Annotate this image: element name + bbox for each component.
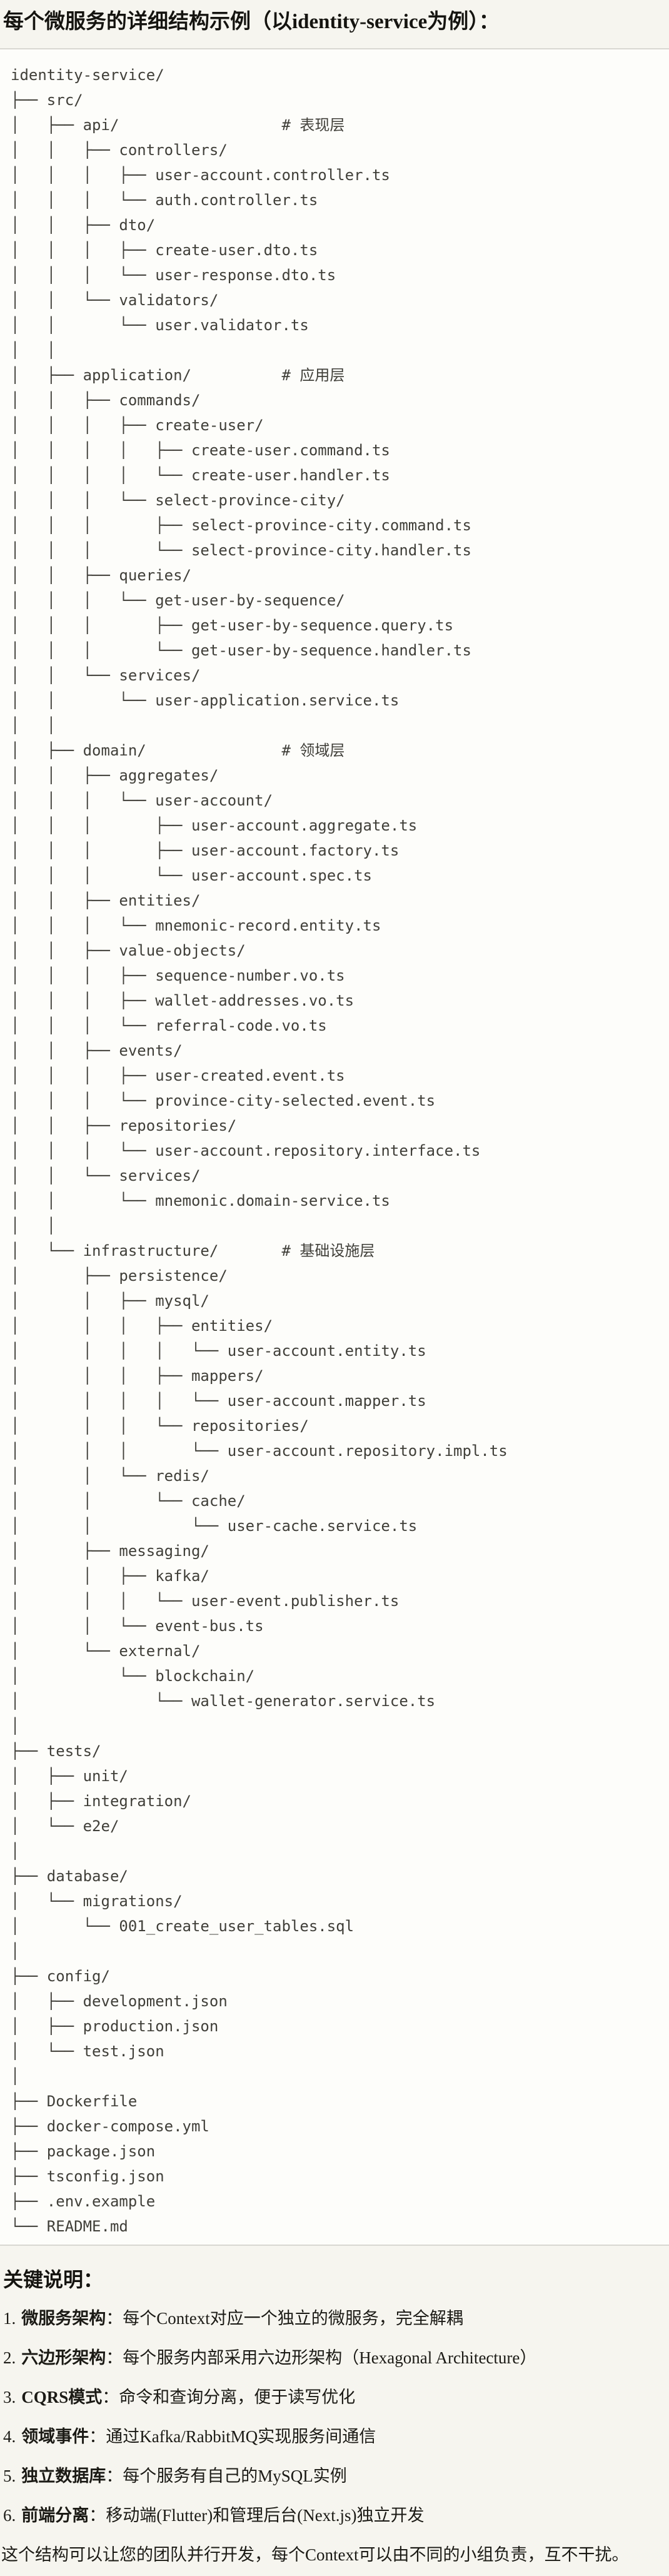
code-block: identity-service/ ├── src/ │ ├── api/ # … xyxy=(0,48,669,2246)
notes-list: 1. 微服务架构：每个Context对应一个独立的微服务，完全解耦 2. 六边形架构… xyxy=(3,2307,664,2527)
note-item-6: 6. 前端分离：移动端(Flutter)和管理后台(Next.js)独立开发 xyxy=(3,2504,664,2527)
note-item-3: 3. CQRS模式：命令和查询分离，便于读写优化 xyxy=(3,2386,664,2408)
note-text: ：每个Context对应一个独立的微服务，完全解耦 xyxy=(106,2309,463,2328)
note-number: 4. xyxy=(3,2427,16,2446)
note-text: ：每个服务内部采用六边形架构（Hexagonal Architecture） xyxy=(106,2348,537,2367)
file-tree: identity-service/ ├── src/ │ ├── api/ # … xyxy=(11,66,508,2235)
note-text: ：移动端(Flutter)和管理后台(Next.js)独立开发 xyxy=(89,2506,425,2525)
note-item-2: 2. 六边形架构：每个服务内部采用六边形架构（Hexagonal Architec… xyxy=(3,2346,664,2369)
note-item-5: 5. 独立数据库：每个服务有自己的MySQL实例 xyxy=(3,2465,664,2487)
closing-paragraph: 这个结构可以让您的团队并行开发，每个Context可以由不同的小组负责，互不干扰… xyxy=(1,2545,629,2564)
note-number: 2. xyxy=(3,2348,16,2367)
page-title: 每个微服务的详细结构示例（以identity-service为例）： xyxy=(3,11,500,33)
note-label: 前端分离 xyxy=(21,2506,89,2525)
note-item-4: 4. 领域事件：通过Kafka/RabbitMQ实现服务间通信 xyxy=(3,2425,664,2448)
note-label: 领域事件 xyxy=(21,2427,89,2446)
note-label: 微服务架构 xyxy=(21,2309,106,2328)
note-item-1: 1. 微服务架构：每个Context对应一个独立的微服务，完全解耦 xyxy=(3,2307,664,2330)
note-label: CQRS模式 xyxy=(21,2388,103,2407)
note-text: ：通过Kafka/RabbitMQ实现服务间通信 xyxy=(89,2427,376,2446)
note-number: 1. xyxy=(3,2309,16,2328)
notes-heading: 关键说明： xyxy=(3,2268,104,2291)
note-number: 3. xyxy=(3,2388,16,2407)
note-text: ：每个服务有自己的MySQL实例 xyxy=(106,2467,347,2485)
note-text: ：命令和查询分离，便于读写优化 xyxy=(102,2388,356,2407)
note-number: 6. xyxy=(3,2506,16,2525)
note-label: 六边形架构 xyxy=(21,2348,106,2367)
note-number: 5. xyxy=(3,2467,16,2485)
note-label: 独立数据库 xyxy=(21,2467,106,2485)
